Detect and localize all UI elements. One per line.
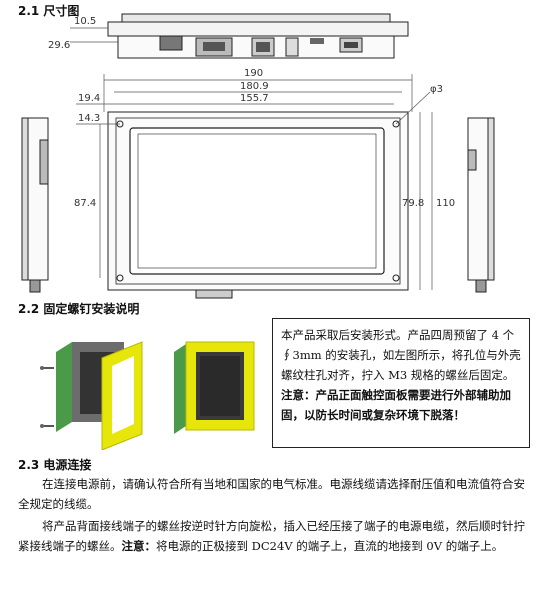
section-title-dimensions: 2.1 尺寸图 bbox=[18, 4, 80, 18]
section-title-power: 2.3 电源连接 bbox=[18, 458, 92, 472]
section-title-mounting: 2.2 固定螺钉安装说明 bbox=[18, 302, 140, 316]
power-note-label: 注意： bbox=[121, 539, 157, 553]
mounting-note-emphasis: 注意：产品正面触控面板需要进行外部辅助加固，以防长时间或复杂环境下脱落！ bbox=[281, 388, 511, 422]
dim-190: 190 bbox=[244, 68, 263, 79]
dimension-drawing: 10.5 29.6 190 180.9 155.7 19.4 14.3 87.4… bbox=[21, 13, 495, 299]
front-view bbox=[107, 91, 431, 299]
mounting-illustration bbox=[40, 341, 255, 450]
power-paragraph-1: 在连接电源前，请确认符合所有当地和国家的电气标准。电源线缆请选择耐压值和电流值符… bbox=[18, 477, 525, 511]
top-view bbox=[70, 13, 409, 59]
power-paragraph-2: 将产品背面接线端子的螺丝按逆时针方向旋松，插入已经压接了端子的电源电缆，然后顺时… bbox=[18, 516, 530, 556]
dim-19-4: 19.4 bbox=[78, 93, 100, 104]
power-paragraph-2-text: 将产品背面接线端子的螺丝按逆时针方向旋松，插入已经压接了端子的电源电缆，然后顺时… bbox=[18, 519, 525, 553]
height-dimensions bbox=[76, 112, 433, 290]
dim-29-6: 29.6 bbox=[48, 40, 70, 51]
dim-14-3: 14.3 bbox=[78, 113, 100, 124]
dim-phi3: φ3 bbox=[430, 84, 443, 95]
panel-exploded bbox=[56, 341, 143, 450]
dim-110: 110 bbox=[436, 198, 455, 209]
dim-155-7: 155.7 bbox=[240, 93, 269, 104]
dim-180-9: 180.9 bbox=[240, 81, 269, 92]
mounting-note-text: 本产品采取后安装形式。产品四周预留了 4 个∮3mm 的安装孔，如左图所示，将孔… bbox=[281, 328, 521, 382]
power-paragraph-2-note: 将电源的正极接到 DC24V 的端子上，直流的地接到 0V 的端子上。 bbox=[156, 539, 504, 553]
width-dimensions bbox=[76, 74, 413, 112]
dim-87-4: 87.4 bbox=[74, 198, 96, 209]
dim-10-5: 10.5 bbox=[74, 16, 96, 27]
dim-79-8: 79.8 bbox=[402, 198, 424, 209]
screw-icons bbox=[40, 366, 54, 428]
left-side-view bbox=[21, 117, 49, 293]
panel-assembled bbox=[174, 341, 255, 434]
right-side-view bbox=[467, 117, 495, 293]
mounting-note: 本产品采取后安装形式。产品四周预留了 4 个∮3mm 的安装孔，如左图所示，将孔… bbox=[272, 318, 530, 448]
